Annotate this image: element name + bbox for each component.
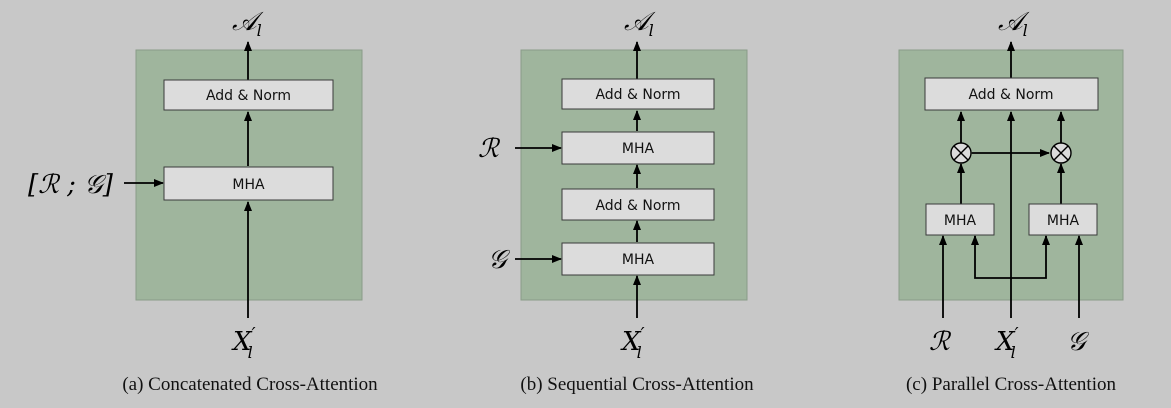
- panel-c-input-mid-label: X′l: [994, 324, 1019, 362]
- panel-c-caption: (c) Parallel Cross-Attention: [906, 374, 1117, 395]
- panel-c-mha-left-block: [925, 203, 995, 236]
- panel-b-output-label: 𝒜l: [624, 7, 656, 40]
- panel-c-mha-right-block: [1028, 203, 1098, 236]
- panel-c-add-norm-block: [924, 77, 1099, 111]
- panel-b-mha-bottom-block: [561, 242, 715, 276]
- panel-b-add-norm-bottom-label: Add & Norm: [595, 198, 680, 214]
- panel-c-mha-right-label: MHA: [1047, 213, 1080, 229]
- panel-a-side-input-label: [ℛ ; 𝒢]: [28, 170, 114, 200]
- panel-b-input-label: X′l: [620, 324, 645, 362]
- panel-a-output-label: 𝒜l: [232, 7, 264, 40]
- panel-b-caption: (b) Sequential Cross-Attention: [520, 374, 754, 395]
- panel-c-add-norm-label: Add & Norm: [968, 87, 1053, 103]
- panel-c-otimes-left-icon: [950, 142, 972, 164]
- panel-b-mha-bottom-label: MHA: [622, 252, 655, 268]
- panel-a-add-norm-label: Add & Norm: [206, 88, 291, 104]
- panel-a-input-label: X′l: [231, 324, 256, 362]
- panel-b-add-norm-top-label: Add & Norm: [595, 87, 680, 103]
- panel-c-mha-left-label: MHA: [944, 213, 977, 229]
- panel-c-output-label: 𝒜l: [998, 7, 1030, 40]
- panel-b-add-norm-top-block: [561, 78, 715, 110]
- panel-b-mha-top-label: MHA: [622, 141, 655, 157]
- panel-b-side-input-bottom-label: 𝒢: [488, 245, 511, 275]
- panel-c-input-right-label: 𝒢: [1067, 327, 1090, 357]
- panel-c-shared-bracket: [974, 236, 1047, 279]
- panel-a-add-norm-block: [163, 79, 334, 111]
- panel-c: 𝒜l Add & Norm MHA MHA: [898, 7, 1124, 395]
- panel-c-input-left-label: ℛ: [929, 327, 952, 357]
- panel-a-mha-block: [163, 166, 334, 201]
- panel-b: 𝒜l Add & Norm MHA Add & Norm MHA ℛ 𝒢 X′l…: [478, 7, 754, 395]
- panel-c-otimes-right-icon: [1050, 142, 1072, 164]
- panel-b-add-norm-bottom-block: [561, 188, 715, 221]
- panel-a: 𝒜l Add & Norm MHA [ℛ ; 𝒢] X′l (a) Concat…: [28, 7, 378, 395]
- panel-b-side-input-top-label: ℛ: [478, 134, 501, 164]
- panel-a-mha-label: MHA: [232, 177, 265, 193]
- panel-b-mha-top-block: [561, 131, 715, 165]
- panel-a-caption: (a) Concatenated Cross-Attention: [122, 374, 378, 395]
